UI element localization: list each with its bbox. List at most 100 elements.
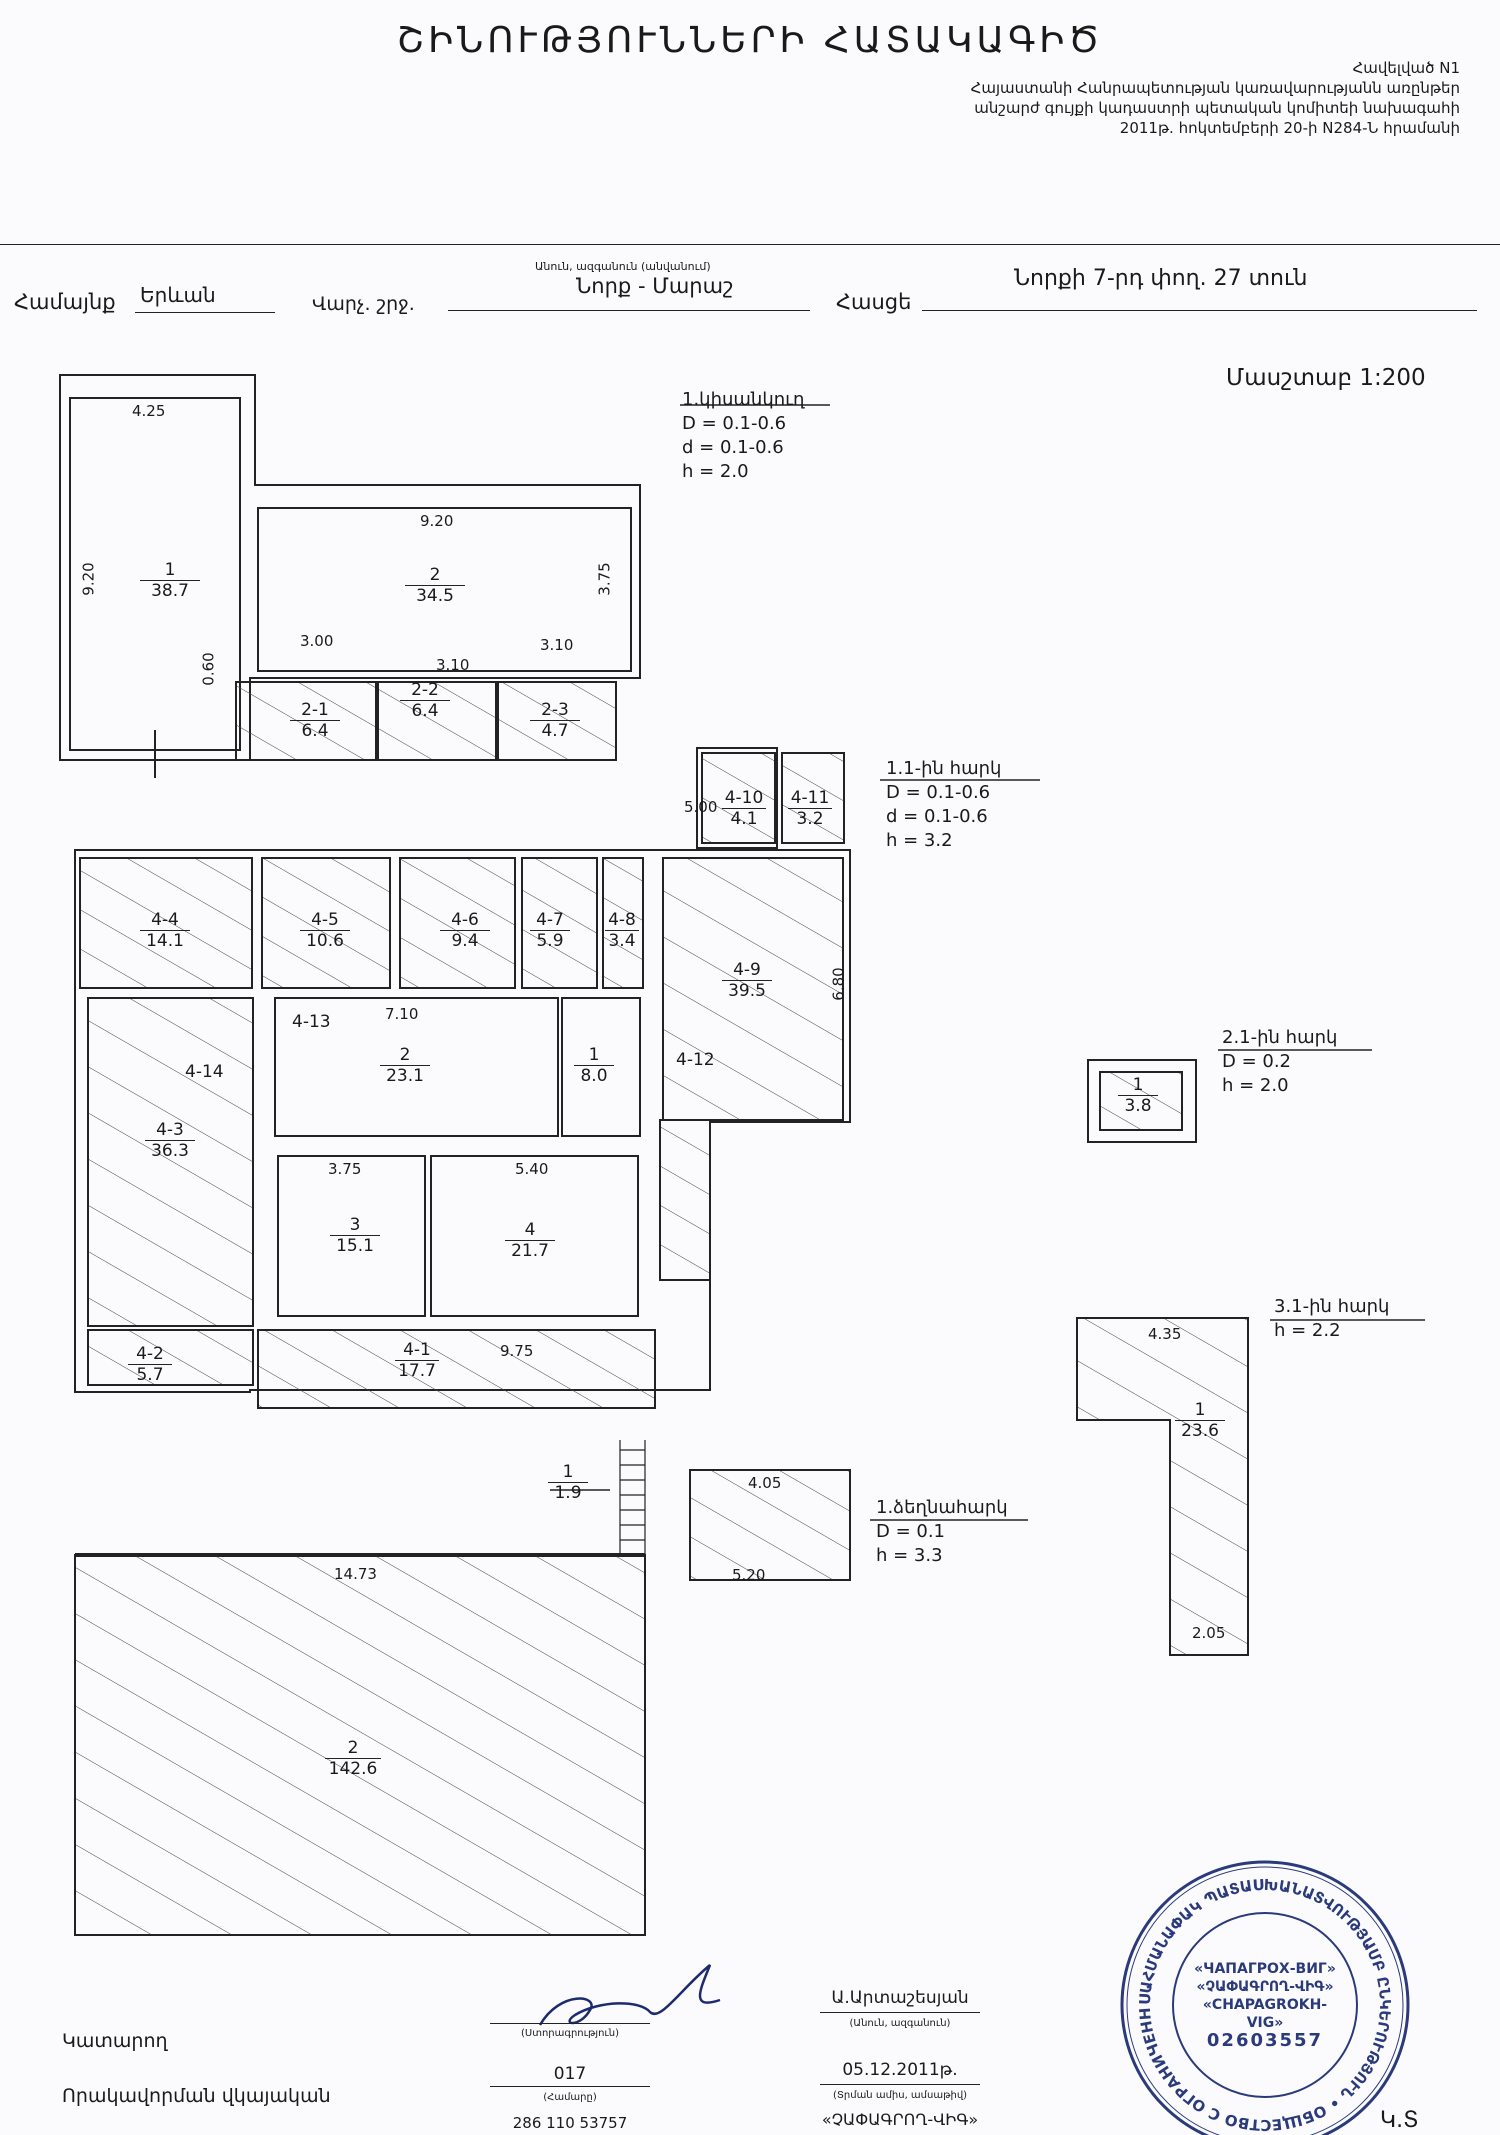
outline-2nd-floor <box>1087 1059 1197 1143</box>
cert-number: 017 <box>553 2064 587 2084</box>
annex-line: 2011թ. հոկտեմբերի 20-ի N284-Ն հրամանի <box>1119 119 1460 137</box>
district-underline <box>448 310 810 311</box>
floor-line: h = 3.2 <box>886 830 953 851</box>
floor-line: D = 0.2 <box>1222 1051 1292 1072</box>
annex-line: Հավելված N1 <box>1352 59 1460 77</box>
basement-outline <box>59 374 641 761</box>
label-4-13: 4-13 <box>292 1012 331 1032</box>
room-4-5 <box>261 857 391 989</box>
dim-label: 5.00 <box>684 798 718 816</box>
room-2-1 <box>235 681 377 761</box>
number-caption: (Համարը) <box>543 2092 597 2103</box>
scale-label: Մասշտաբ 1:200 <box>1226 365 1426 391</box>
community-label: Համայնք <box>14 290 116 314</box>
stamp-line: «CHAPAGROKH-VIG» <box>1202 1997 1328 2031</box>
room-4-21.7 <box>430 1155 639 1317</box>
room-2-3 <box>497 681 617 761</box>
dim-label: 5.40 <box>515 1160 549 1178</box>
page-title: ՇԻՆՈՒԹՅՈՒՆՆԵՐԻ ՀԱՏԱԿԱԳԻԾ <box>396 20 1104 61</box>
dim-label: 9.20 <box>420 512 454 530</box>
phone-number: 286 110 53757 <box>512 2114 628 2132</box>
room-1-8.0 <box>561 997 641 1137</box>
dim-label: 3.75 <box>328 1160 362 1178</box>
dim-label: 9.75 <box>500 1342 534 1360</box>
date-caption: (Տրման ամիս, ամսաթիվ) <box>832 2090 968 2101</box>
stamp-rings: ՍԱՀՄԱՆԱՓԱԿ ՊԱՏԱՍԽԱՆԱՏՎՈՒԹՅԱՄԲ ԸՆԿԵՐՈՒԹՅՈ… <box>1110 1850 1410 2135</box>
qualification-label: Որակավորման վկայական <box>62 2085 331 2107</box>
stamp-line: 02603557 <box>1206 2030 1324 2051</box>
floor-title: 1.1-ին հարկ <box>886 758 1002 779</box>
room-4-2 <box>87 1329 254 1386</box>
dim-label: 3.10 <box>540 636 574 654</box>
label-4-14: 4-14 <box>185 1062 224 1082</box>
dim-label: 3.00 <box>300 632 334 650</box>
dim-label: 6.80 <box>829 967 848 1001</box>
floor-info-attic: 1.ձեղնահարկ D = 0.1 h = 3.3 <box>876 1496 1008 1568</box>
room-2-2 <box>377 681 497 761</box>
dim-label: 5.20 <box>732 1566 766 1584</box>
dim-label: 0.60 <box>199 652 218 686</box>
floor-line: d = 0.1-0.6 <box>886 806 988 827</box>
dim-label: 2.05 <box>1192 1624 1226 1642</box>
dim-label: 3.10 <box>436 656 470 674</box>
attic-room <box>689 1469 851 1581</box>
floor-line: h = 2.0 <box>682 461 749 482</box>
floor-line: h = 2.0 <box>1222 1075 1289 1096</box>
dim-label: 4.05 <box>748 1474 782 1492</box>
floor-line: h = 2.2 <box>1274 1320 1341 1341</box>
address-value: Նորքի 7-րդ փող. 27 տուն <box>1014 266 1308 291</box>
room-4-9 <box>662 857 844 1121</box>
room-4-6 <box>399 857 516 989</box>
annex-line: Հայաստանի Հանրապետության կառավարությանն … <box>970 79 1460 97</box>
dim-label: 3.75 <box>595 562 614 596</box>
signature-caption: (Ստորագրություն) <box>521 2028 619 2039</box>
room-1-23.6 <box>1076 1317 1249 1656</box>
room-2-23.1 <box>274 997 559 1137</box>
number-line <box>490 2086 650 2087</box>
room-4-8 <box>602 857 644 989</box>
stamp-line: «ՉԱՓԱԳՐՈՂ-ՎԻԳ» <box>1196 1979 1334 1995</box>
floor-title: 2.1-ին հարկ <box>1222 1027 1338 1048</box>
dim-label: 4.25 <box>132 402 166 420</box>
seal-mark: Կ.Տ <box>1380 2108 1419 2133</box>
signature-line <box>490 2023 650 2024</box>
annex-line: անշարժ գույքի կադաստրի պետական կոմիտեի ն… <box>974 99 1460 117</box>
name-line <box>820 2012 980 2013</box>
stamp-line: «ЧАПАГРОХ-ВИГ» <box>1194 1961 1336 1977</box>
date-line <box>820 2084 980 2085</box>
room-4-1 <box>257 1329 656 1409</box>
floor-info-second: 2.1-ին հարկ D = 0.2 h = 2.0 <box>1222 1026 1337 1098</box>
room-3-15.1 <box>277 1155 426 1317</box>
floor-line: h = 3.3 <box>876 1545 943 1566</box>
outline-4-10-11 <box>696 747 778 849</box>
community-value: Երևան <box>140 283 216 307</box>
district-label: Վարչ. շրջ. <box>312 293 415 315</box>
district-value: Նորք - Մարաշ <box>576 274 734 298</box>
name-caption: (Անուն, ազգանուն) <box>849 2018 951 2029</box>
floor-title: 1.կիսանկուղ <box>682 389 805 410</box>
performer-label: Կատարող <box>62 2030 168 2052</box>
stamp-center: «ЧАПАГРОХ-ВИГ» «ՉԱՓԱԳՐՈՂ-ՎԻԳ» «CHAPAGROK… <box>1190 1960 1340 2050</box>
dim-label: 7.10 <box>385 1005 419 1023</box>
address-underline <box>922 310 1477 311</box>
